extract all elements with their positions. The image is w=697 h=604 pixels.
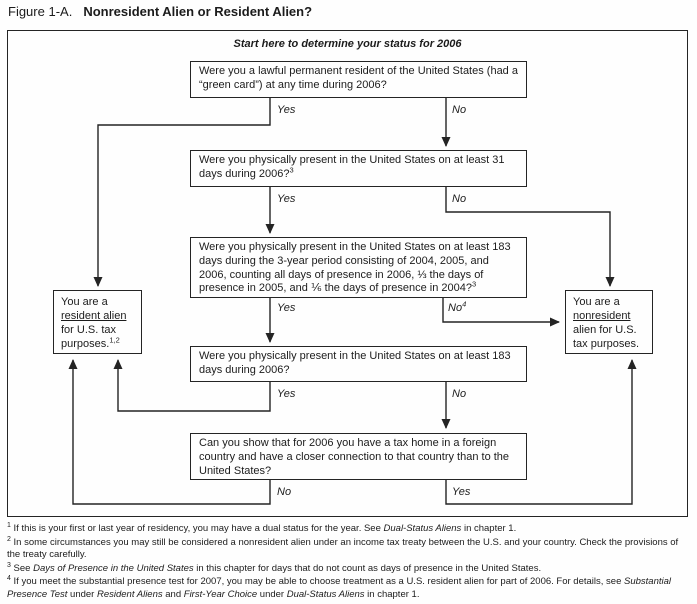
figure-label: Figure 1-A. — [8, 4, 73, 19]
label-q5-yes: Yes — [452, 486, 471, 498]
flowchart-frame — [7, 30, 688, 517]
result-resident-alien: You are a resident alien for U.S. tax pu… — [53, 290, 142, 354]
figure-title: Figure 1-A. Nonresident Alien or Resident… — [8, 4, 312, 19]
label-q1-yes: Yes — [277, 104, 296, 116]
result-nonresident-alien: You are a nonresident alien for U.S. tax… — [565, 290, 653, 354]
question-tax-home: Can you show that for 2006 you have a ta… — [190, 433, 527, 480]
footnote-4: 4 If you meet the substantial presence t… — [7, 575, 672, 600]
start-here-text: Start here to determine your status for … — [233, 38, 462, 50]
label-q5-no: No — [277, 486, 292, 498]
question-183-days-2006: Were you physically present in the Unite… — [190, 346, 527, 382]
question-183-days-3-year: Were you physically present in the Unite… — [190, 237, 527, 298]
label-q3-no: No4 — [448, 299, 467, 314]
figure-name: Nonresident Alien or Resident Alien? — [83, 4, 313, 19]
label-q2-no: No — [452, 193, 467, 205]
footnote-3: 3 See Days of Presence in the United Sta… — [7, 561, 542, 574]
footnote-2: 2 In some circumstances you may still be… — [7, 535, 679, 561]
question-green-card: Were you a lawful permanent resident of … — [190, 61, 527, 98]
label-q2-yes: Yes — [277, 193, 296, 205]
label-q4-no: No — [452, 388, 467, 400]
footnotes: 1 If this is your first or last year of … — [7, 521, 691, 603]
footnote-1: 1 If this is your first or last year of … — [7, 521, 517, 534]
label-q3-yes: Yes — [277, 302, 296, 314]
question-31-days: Were you physically present in the Unite… — [190, 150, 527, 187]
label-q4-yes: Yes — [277, 388, 296, 400]
label-q1-no: No — [452, 104, 467, 116]
